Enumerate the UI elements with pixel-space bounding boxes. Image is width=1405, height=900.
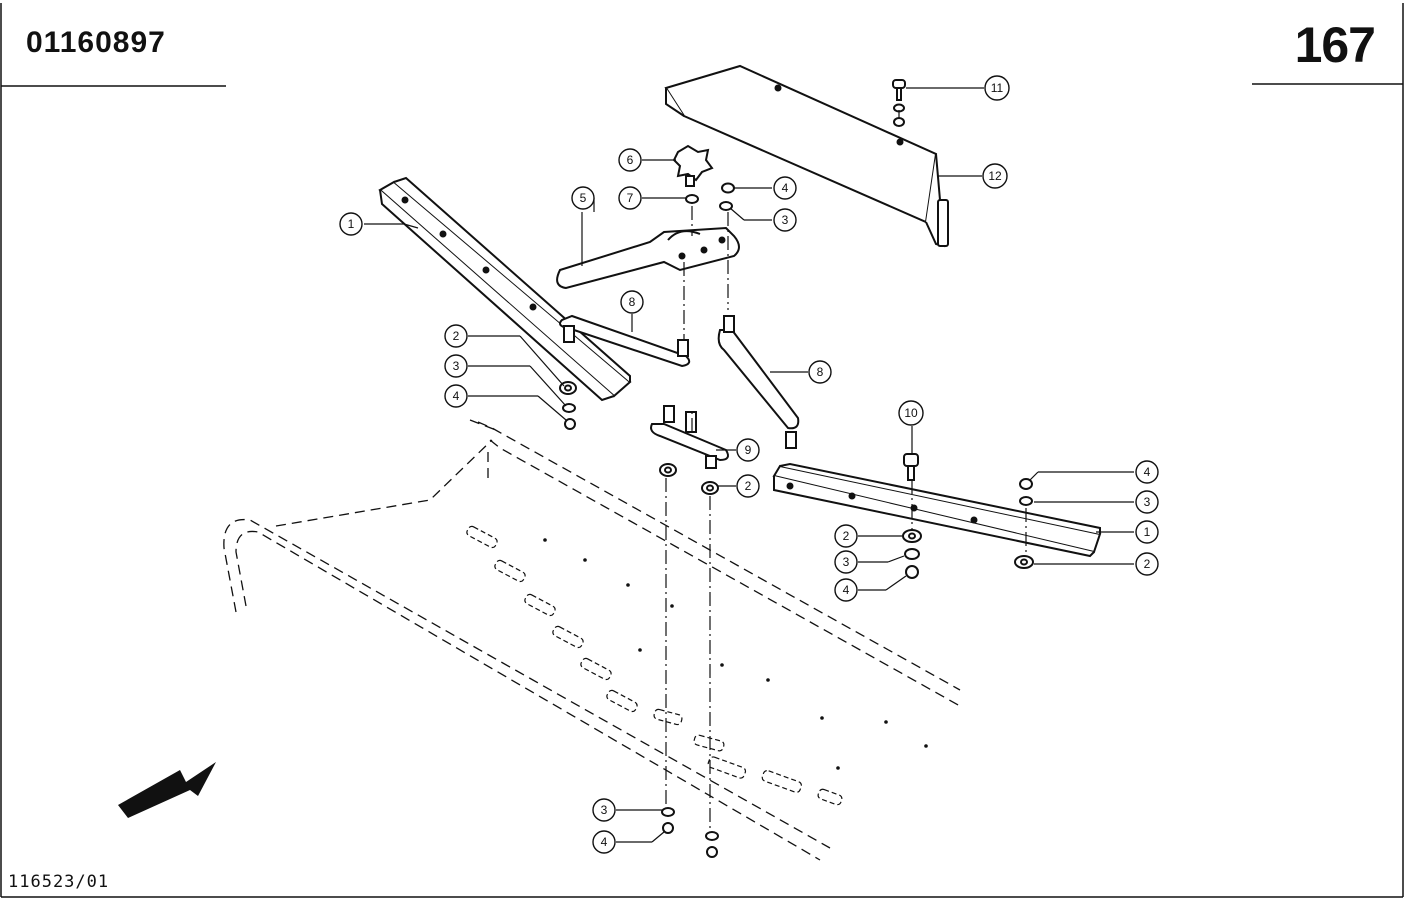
callout-11: 11 [984, 75, 1010, 101]
part-7-washer [685, 194, 699, 204]
part-9-plate [650, 405, 729, 469]
svg-text:11: 11 [991, 81, 1004, 95]
svg-text:3: 3 [1144, 495, 1151, 509]
callout-3-bottom: 3 [592, 798, 616, 822]
callout-5: 5 [571, 186, 595, 210]
callout-3-right-a: 3 [834, 550, 858, 574]
callout-7: 7 [618, 186, 642, 210]
svg-text:2: 2 [745, 479, 752, 493]
svg-text:4: 4 [1144, 465, 1151, 479]
callout-2-center: 2 [736, 474, 760, 498]
svg-text:2: 2 [1144, 557, 1151, 571]
svg-text:4: 4 [601, 835, 608, 849]
part-12-guard-plate [664, 64, 949, 248]
callout-4-right-a: 4 [834, 578, 858, 602]
svg-text:3: 3 [453, 359, 460, 373]
callout-2-right-b: 2 [1135, 552, 1159, 576]
hardware-washers-nuts [559, 182, 1034, 858]
deck-slots [466, 525, 843, 806]
callout-1-right: 1 [1135, 520, 1159, 544]
svg-text:4: 4 [453, 389, 460, 403]
svg-text:3: 3 [782, 213, 789, 227]
callout-3-top: 3 [773, 208, 797, 232]
svg-text:10: 10 [904, 406, 918, 420]
callout-2-left: 2 [444, 324, 468, 348]
svg-text:1: 1 [1144, 525, 1151, 539]
svg-text:12: 12 [988, 169, 1002, 183]
part-10-bolt [903, 453, 919, 481]
svg-text:1: 1 [348, 217, 355, 231]
assembly-center-lines [665, 110, 1027, 830]
part-8-link-right [717, 315, 800, 449]
svg-text:2: 2 [843, 529, 850, 543]
callout-12: 12 [982, 163, 1008, 189]
part-6-star-knob [672, 144, 714, 187]
callout-3-left: 3 [444, 354, 468, 378]
part-5-bracket [556, 226, 740, 290]
part-1-rail-right [772, 462, 1102, 558]
drawing-reference: 116523/01 [8, 872, 110, 892]
deck-holes [543, 538, 928, 770]
svg-text:8: 8 [629, 295, 636, 309]
callout-8-left: 8 [620, 290, 644, 314]
callout-4-left: 4 [444, 384, 468, 408]
callout-2-right-a: 2 [834, 524, 858, 548]
callout-6: 6 [618, 148, 642, 172]
svg-text:2: 2 [453, 329, 460, 343]
part-8-link-left [559, 314, 691, 368]
page-number: 167 [1294, 17, 1376, 73]
callout-4-bottom: 4 [592, 830, 616, 854]
callout-1-left: 1 [339, 212, 363, 236]
callout-9: 9 [736, 438, 760, 462]
svg-text:8: 8 [817, 365, 824, 379]
svg-text:6: 6 [627, 153, 634, 167]
direction-arrow-icon [118, 762, 216, 818]
svg-text:3: 3 [843, 555, 850, 569]
part-11-screw [892, 79, 906, 127]
document-number: 01160897 [26, 26, 166, 59]
svg-text:9: 9 [745, 443, 752, 457]
sheet-border [0, 3, 1404, 898]
svg-text:4: 4 [782, 181, 789, 195]
callout-10: 10 [898, 400, 924, 426]
mower-deck-outline [223, 419, 961, 861]
svg-text:7: 7 [627, 191, 634, 205]
callout-4-top: 4 [773, 176, 797, 200]
callout-4-right-b: 4 [1135, 460, 1159, 484]
callout-balloons: 1 1 2 2 2 2 3 3 3 3 3 4 4 4 4 4 5 6 7 8 … [339, 75, 1159, 854]
svg-text:4: 4 [843, 583, 850, 597]
svg-text:5: 5 [580, 191, 587, 205]
part-1-rail-left [378, 176, 632, 402]
callout-3-right-b: 3 [1135, 490, 1159, 514]
callout-8-right: 8 [808, 360, 832, 384]
svg-text:3: 3 [601, 803, 608, 817]
callout-leaders [364, 87, 1134, 843]
